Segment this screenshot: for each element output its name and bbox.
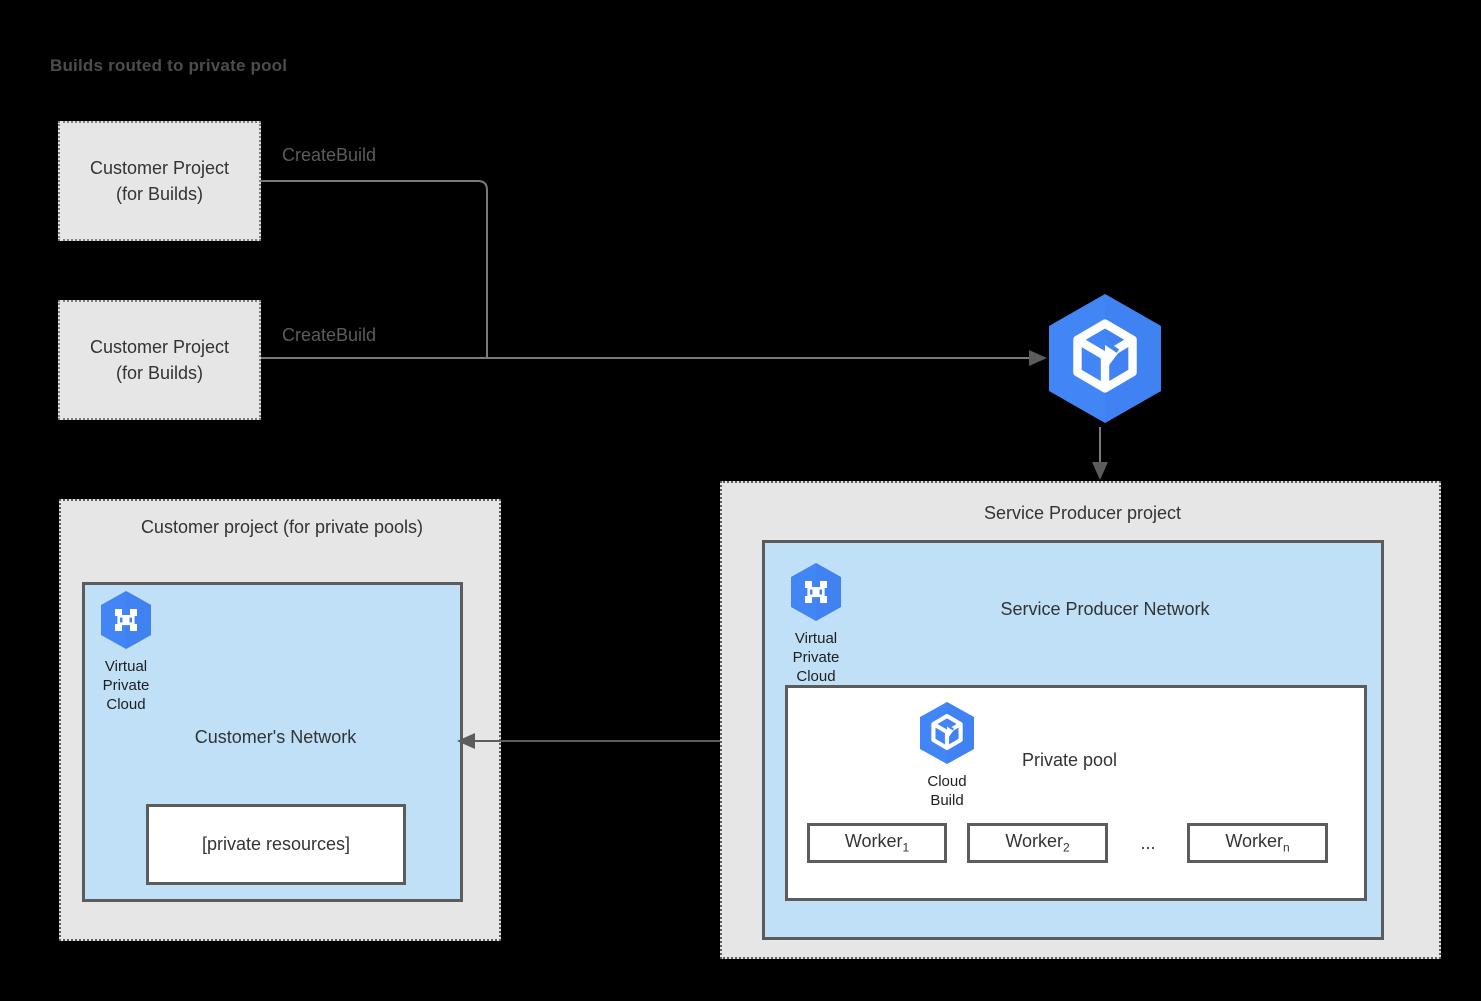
customer-build-project-1-line1: Customer Project <box>89 157 230 178</box>
worker-n-subscript: n <box>1283 840 1290 855</box>
worker-1-label: Worker <box>844 831 903 852</box>
customers-network-box: Virtual Private Cloud Customer's Network… <box>82 582 463 902</box>
customer-build-project-2[interactable]: Customer Project (for Builds) <box>58 300 261 420</box>
vpc-caption-right: Virtual Private Cloud <box>792 630 840 686</box>
customer-project-title: Customer project (for private pools) <box>140 517 424 537</box>
customer-build-project-1[interactable]: Customer Project (for Builds) <box>58 121 261 241</box>
worker-2-subscript: 2 <box>1063 840 1070 855</box>
customer-project-panel: Customer project (for private pools) <box>59 499 501 941</box>
customer-build-project-2-line2: (for Builds) <box>115 363 203 383</box>
create-build-label-2: CreateBuild <box>282 325 377 345</box>
customers-network-title: Customer's Network <box>194 727 357 747</box>
worker-2-label: Worker <box>1005 831 1063 852</box>
private-pool-box: Cloud Build Private pool Worker1 Worker2… <box>785 685 1367 901</box>
private-pool-title: Private pool <box>1022 750 1118 770</box>
vpc-icon-block-right: Virtual Private Cloud <box>787 561 845 687</box>
service-producer-title: Service Producer project <box>983 503 1182 523</box>
customer-build-project-1-line2: (for Builds) <box>115 184 203 204</box>
cloud-build-caption: Cloud Build <box>927 773 967 810</box>
worker-box-n[interactable]: Workern <box>1187 823 1328 863</box>
worker-ellipsis: ... <box>1140 832 1156 853</box>
cloud-build-icon <box>920 702 974 764</box>
worker-box-2[interactable]: Worker2 <box>967 823 1108 863</box>
vpc-caption-left: Virtual Private Cloud <box>102 658 150 714</box>
private-resources-box[interactable]: [private resources] <box>146 804 406 885</box>
vpc-icon-block-left: Virtual Private Cloud <box>97 589 155 715</box>
worker-box-1[interactable]: Worker1 <box>807 823 947 863</box>
worker-n-label: Worker <box>1225 831 1283 852</box>
cloud-build-icon-block: Cloud Build <box>916 700 978 810</box>
virtual-private-cloud-icon <box>791 563 841 621</box>
service-producer-network-title: Service Producer Network <box>1000 599 1210 619</box>
service-producer-panel: Service Producer project <box>720 481 1441 959</box>
create-build-label-1: CreateBuild <box>282 145 377 165</box>
worker-1-subscript: 1 <box>902 840 910 855</box>
virtual-private-cloud-icon <box>101 591 151 649</box>
service-producer-network-box: Virtual Private Cloud Service Producer N… <box>762 540 1384 940</box>
page-title: Builds routed to private pool <box>50 56 288 75</box>
cloud-build-icon[interactable] <box>1045 292 1165 425</box>
customer-build-project-2-line1: Customer Project <box>89 336 230 357</box>
